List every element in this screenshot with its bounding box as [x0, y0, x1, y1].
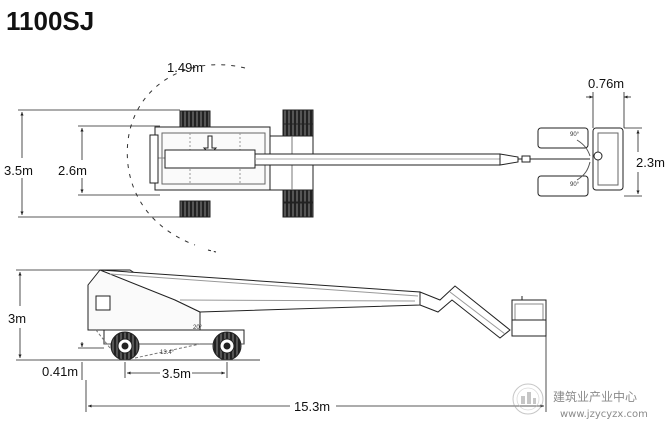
stowed-height-label: 3m: [8, 311, 26, 326]
rotation-label-top: 90°: [570, 132, 580, 138]
ground-clearance-label: 0.41m: [42, 364, 78, 379]
turret: [164, 149, 256, 169]
platform-rot-top: [537, 127, 589, 149]
model-title: 1100SJ: [6, 6, 94, 36]
side-view: [40, 269, 547, 361]
tire-rear-left-inner: [282, 123, 314, 137]
overall-length-label: 15.3m: [294, 399, 330, 414]
side-view-dimensions: [16, 269, 547, 412]
platform-rot-bottom: [537, 175, 589, 197]
tire-rear-left-outer: [282, 109, 314, 125]
turn-radius-arc: [126, 64, 246, 246]
tire-front-right: [179, 200, 211, 218]
track-width-label: 2.6m: [58, 163, 87, 178]
watermark-logo: [512, 383, 544, 415]
top-view-dimensions: [18, 92, 642, 218]
tire-rear-right-inner: [282, 189, 314, 203]
rotation-label-bottom: 90°: [570, 182, 580, 188]
top-view: [126, 64, 624, 253]
tire-front-left: [179, 110, 211, 128]
jib: [419, 285, 511, 339]
watermark-name: 建筑业产业中心: [553, 389, 637, 404]
platform-side: [511, 299, 547, 337]
overall-width-label: 3.5m: [4, 163, 33, 178]
tire-rear-right-outer: [282, 202, 314, 218]
depart-angle-label: 13.4°: [160, 350, 175, 356]
boom-side: [99, 269, 421, 313]
platform-width-label: 2.3m: [636, 155, 665, 170]
watermark-url: www.jzycyzx.com: [560, 409, 648, 420]
wheelbase-label: 3.5m: [162, 366, 191, 381]
platform-top: [592, 127, 624, 191]
turn-radius-label: 1.49m: [167, 60, 203, 75]
approach-angle-label: 20°: [193, 325, 203, 331]
platform-depth-label: 0.76m: [588, 76, 624, 91]
